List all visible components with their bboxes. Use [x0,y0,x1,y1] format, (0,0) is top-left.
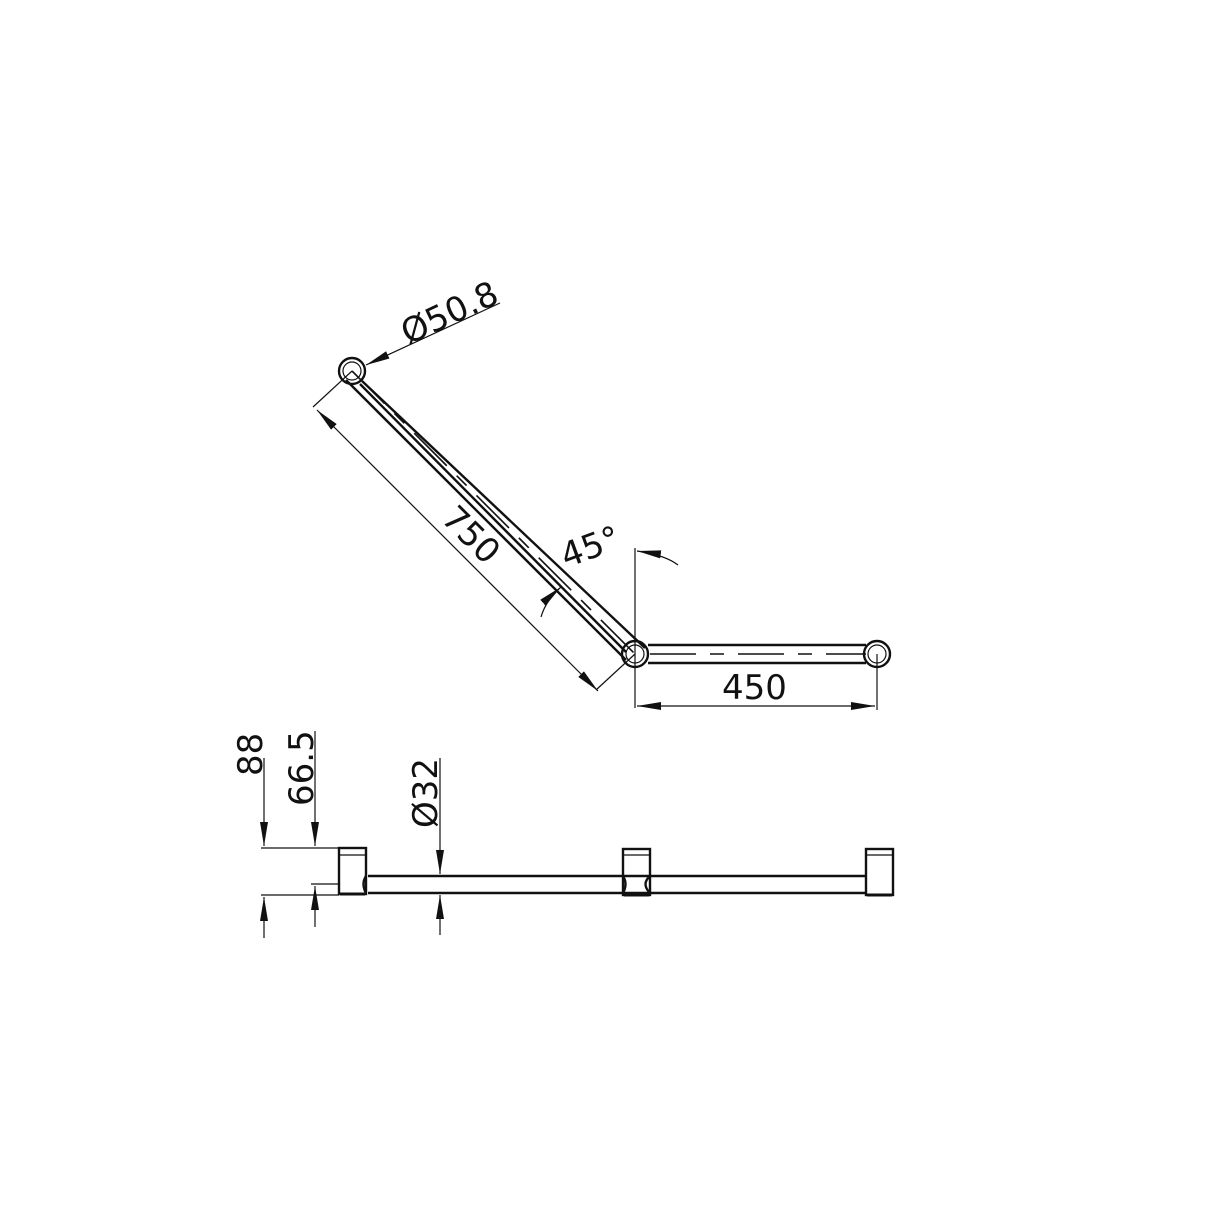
diameter-32-dimension: Ø32 [406,758,446,935]
diameter-32-label: Ø32 [406,758,446,828]
length-450-label: 450 [722,668,787,708]
side-tube [368,874,866,895]
bracket-middle [621,847,652,897]
height-88-label: 88 [231,733,271,776]
long-arm-tube [345,370,646,661]
length-750-dimension: 750 [312,370,636,692]
angle-45-label: 45° [555,518,625,576]
bracket-left [337,846,368,896]
plan-view: Ø50.8 750 45° 450 [312,274,892,710]
short-arm-tube [648,643,866,665]
height-88-dimension: 88 [231,733,271,938]
flange-top [337,356,367,386]
diameter-50-8-dimension: Ø50.8 [365,274,505,366]
height-66-5-dimension: 66.5 [282,730,322,927]
diameter-50-8-label: Ø50.8 [395,274,505,354]
bracket-right [864,847,895,897]
length-450-dimension: 450 [637,654,878,710]
side-view: 88 66.5 Ø32 [231,730,895,938]
height-66-5-label: 66.5 [282,730,322,806]
